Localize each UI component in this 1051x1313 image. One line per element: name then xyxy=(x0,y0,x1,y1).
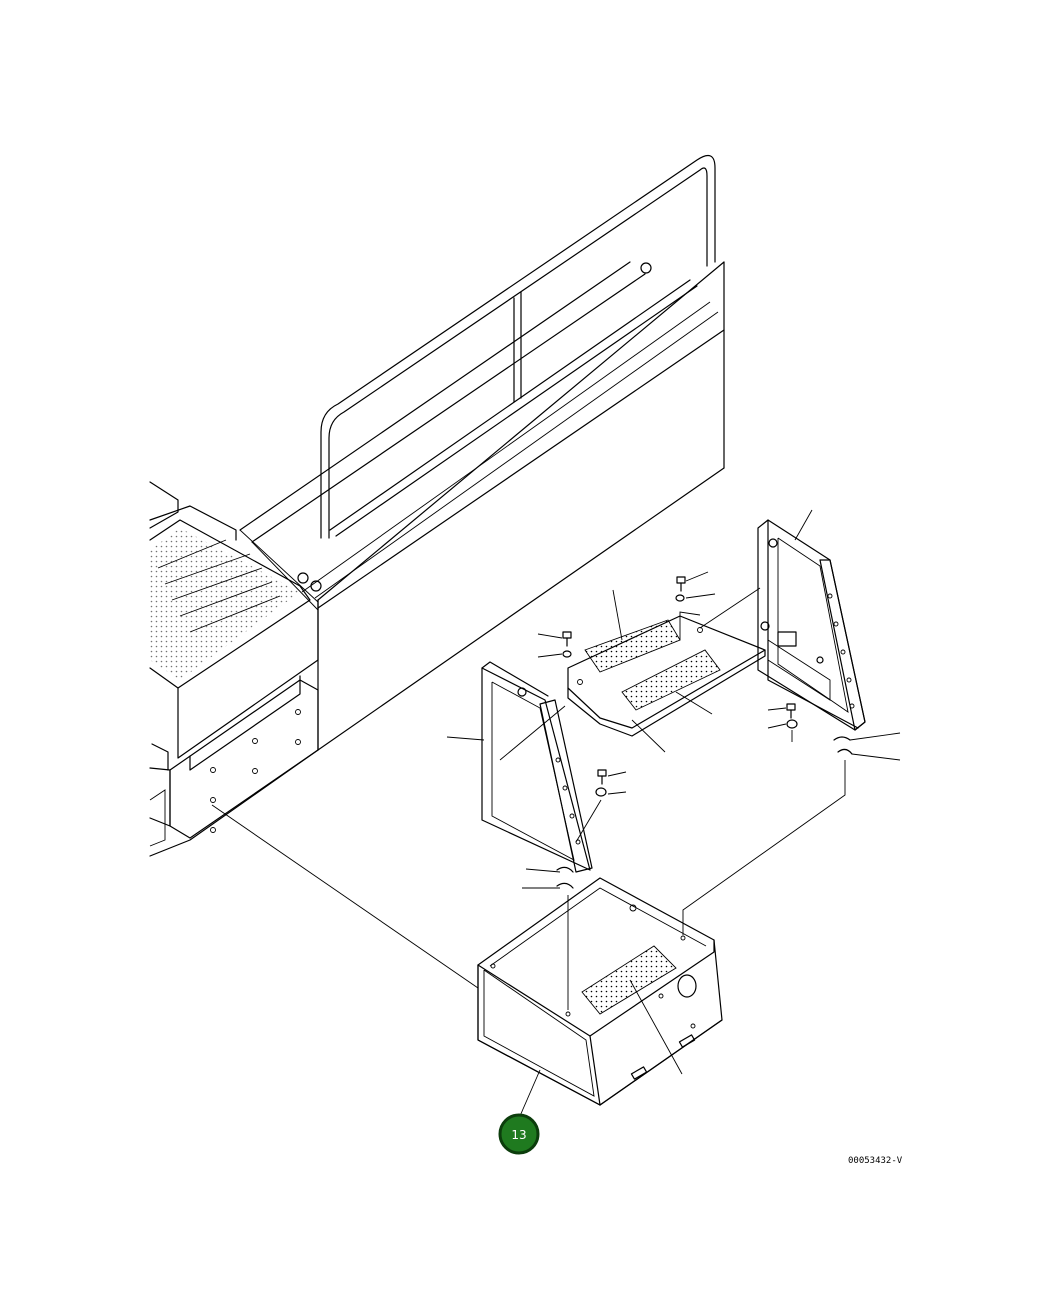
callout-13-circle[interactable] xyxy=(498,1113,540,1155)
left-side-bracket xyxy=(446,661,593,873)
handrail-assembly xyxy=(239,154,725,751)
right-frame-bracket xyxy=(699,509,866,731)
machine-body xyxy=(149,481,319,857)
leader-right-to-cover xyxy=(682,760,846,935)
reference-code: 00053432-V xyxy=(848,1156,903,1166)
cover-box xyxy=(477,877,723,1117)
fasteners xyxy=(522,571,901,889)
callout-13[interactable]: 13 xyxy=(498,1113,540,1155)
step-plate xyxy=(567,589,766,753)
leader-body-to-cover xyxy=(211,804,479,989)
